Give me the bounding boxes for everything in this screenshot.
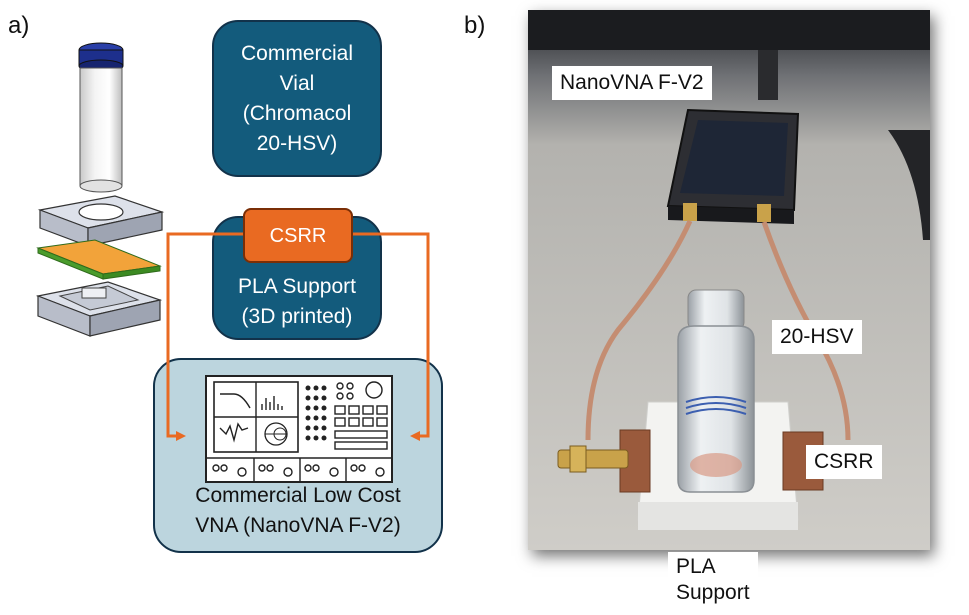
vial-photo	[677, 289, 755, 493]
pla-box-line-1: PLA Support	[238, 275, 356, 298]
vial-cap	[78, 42, 124, 73]
right-arrowhead	[410, 431, 420, 441]
vna-instrument-icon	[205, 375, 393, 483]
vna-box-line-1: Commercial Low Cost	[195, 484, 401, 507]
vial-body	[79, 67, 123, 193]
cable-top	[758, 50, 778, 100]
cad-exploded-view	[35, 42, 165, 337]
support-top-plate	[37, 195, 165, 247]
vial-box: Commercial Vial (Chromacol 20-HSV)	[212, 20, 382, 177]
sma-connector-left	[557, 445, 629, 473]
csrr-box: CSRR	[243, 208, 353, 263]
csrr-box-label: CSRR	[269, 224, 327, 247]
nanovna-device	[666, 108, 800, 224]
callout-csrr: CSRR	[806, 445, 882, 479]
panel-b-label: b)	[464, 12, 486, 39]
vial-box-line-1: Commercial	[240, 41, 353, 65]
right-connection-line	[352, 232, 430, 438]
pla-box-line-2: (3D printed)	[241, 305, 353, 328]
callout-pla-line-1: PLA	[676, 555, 716, 578]
callout-pla-line-2: Support	[676, 581, 750, 604]
callout-nanovna: NanoVNA F-V2	[552, 66, 712, 100]
support-base	[35, 281, 163, 337]
vial-box-line-2: Vial	[279, 71, 315, 95]
cable-left	[585, 219, 693, 441]
vial-box-line-4: 20-HSV)	[256, 131, 338, 155]
left-connection-line	[166, 232, 243, 438]
csrr-pcb	[36, 239, 162, 280]
callout-vial: 20-HSV	[772, 320, 862, 354]
vial-box-line-3: (Chromacol	[242, 101, 352, 125]
panel-a-label: a)	[8, 12, 30, 39]
vna-box-line-2: VNA (NanoVNA F-V2)	[195, 514, 401, 537]
callout-pla-support: PLA Support	[668, 552, 758, 610]
left-arrowhead	[176, 431, 186, 441]
